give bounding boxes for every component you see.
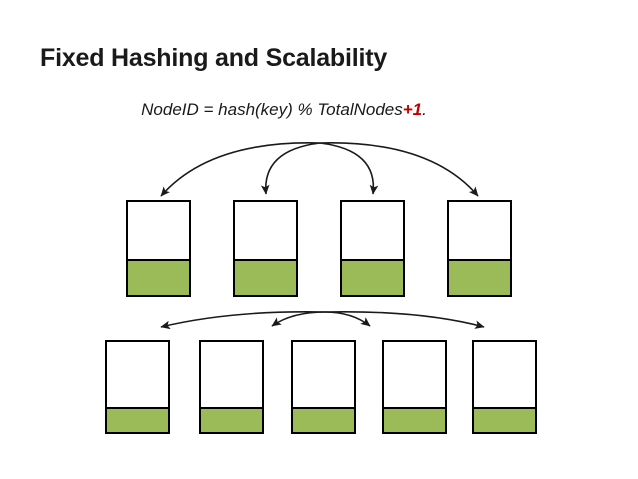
scaled-node-box-4 [382,340,447,434]
arrow-to-scaled-node-left [160,311,326,330]
hash-formula: NodeID = hash(key) % TotalNodes+1. [0,100,638,120]
node-box-3 [340,200,405,297]
scaled-node-box-1 [105,340,170,434]
arrow-to-scaled-node-mid-left [271,311,326,327]
top-node-row [126,200,512,297]
scaled-node-box-3 [291,340,356,434]
arrow-to-node-1 [160,142,321,197]
scaled-node-box-5 [472,340,537,434]
arrow-to-scaled-node-mid-right [324,311,371,327]
formula-main-text: NodeID = hash(key) % TotalNodes [141,100,403,119]
scaled-node-box-2 [199,340,264,434]
bottom-arrow-group [160,311,485,330]
arrow-to-node-3 [319,142,379,195]
page-title: Fixed Hashing and Scalability [40,44,388,72]
bottom-node-row [105,340,537,434]
arrow-to-node-2 [260,142,321,195]
formula-accent-text: +1 [402,100,423,119]
top-arrow-group [160,142,479,197]
arrow-to-node-4 [319,142,479,197]
arrow-to-scaled-node-right [324,311,485,329]
node-box-4 [447,200,512,297]
formula-tail-text: . [422,100,427,119]
node-box-2 [233,200,298,297]
node-box-1 [126,200,191,297]
